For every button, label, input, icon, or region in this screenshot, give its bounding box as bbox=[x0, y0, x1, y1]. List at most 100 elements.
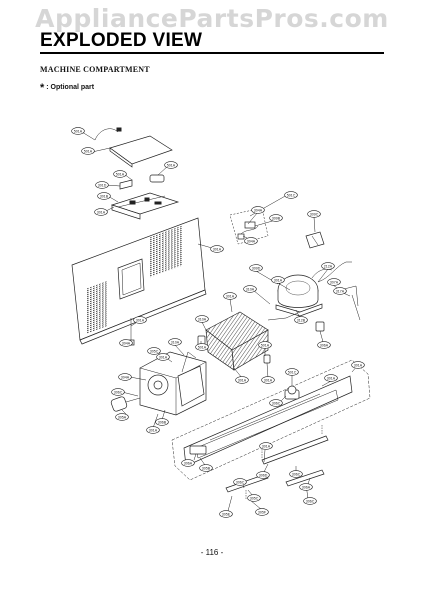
part-callout-501c: 501C bbox=[285, 368, 299, 376]
part-callout-312b: 312B bbox=[294, 316, 308, 324]
callout-label: 501A bbox=[84, 149, 93, 153]
part-callout-305c: 305C bbox=[247, 494, 261, 502]
part-callout-212a: 212A bbox=[321, 262, 335, 270]
part-callout-306a: 306A bbox=[299, 483, 313, 491]
part-callout-301a: 301A bbox=[133, 316, 147, 324]
callout-label: 301A bbox=[264, 378, 273, 382]
callout-label: 301A bbox=[159, 355, 168, 359]
callout-label: 306A bbox=[184, 461, 193, 465]
callout-label: 301A bbox=[327, 376, 336, 380]
part-callout-301a: 301A bbox=[235, 376, 249, 384]
callout-label: 306B bbox=[158, 420, 167, 424]
callout-label: 501A bbox=[116, 172, 125, 176]
callouts: 501A 501A 501A 301D 501A 301B 301A 301A 501C 304A… bbox=[71, 127, 365, 518]
callout-label: 501A bbox=[261, 343, 270, 347]
part-callout-301b: 301B bbox=[97, 192, 111, 200]
callout-label: 301B bbox=[100, 194, 109, 198]
callout-label: 304A bbox=[122, 341, 131, 345]
part-callout-305e: 305E bbox=[219, 510, 233, 518]
part-callout-309b: 309B bbox=[269, 214, 283, 222]
callout-label: 301D bbox=[98, 183, 107, 187]
callout-label: 306C bbox=[114, 390, 123, 394]
part-callout-306c: 306C bbox=[233, 478, 247, 486]
compressor-part bbox=[275, 261, 361, 321]
part-callout-306b: 306B bbox=[155, 418, 169, 426]
optional-part-note: *: Optional part bbox=[40, 82, 94, 94]
part-callout-301a: 301A bbox=[271, 276, 285, 284]
part-callout-301a: 301A bbox=[94, 208, 108, 216]
part-callout-310a: 310A bbox=[168, 338, 182, 346]
part-callout-317a: 317A bbox=[333, 287, 347, 295]
title-rule bbox=[40, 52, 384, 54]
part-callout-301a: 301A bbox=[261, 376, 275, 384]
callout-label: 301A bbox=[226, 294, 235, 298]
callout-label: 212A bbox=[324, 264, 333, 268]
callout-label: 305A bbox=[118, 415, 127, 419]
callout-label: 306D bbox=[259, 473, 268, 477]
callout-label: 309D bbox=[252, 266, 261, 270]
callout-label: 307A bbox=[330, 280, 339, 284]
callout-label: 501A bbox=[74, 129, 83, 133]
back-cover-panel-part bbox=[71, 217, 207, 345]
part-callout-304a: 304A bbox=[118, 373, 132, 381]
callout-label: 304A bbox=[247, 239, 256, 243]
part-callout-301a: 301A bbox=[223, 292, 237, 300]
callout-label: 501C bbox=[288, 370, 297, 374]
part-callout-305f: 305F bbox=[255, 508, 269, 516]
callout-label: 301A bbox=[354, 363, 363, 367]
optional-note-text: : Optional part bbox=[46, 84, 95, 91]
part-callout-305b: 305B bbox=[199, 464, 213, 472]
part-callout-309d: 309D bbox=[249, 264, 263, 272]
part-callout-306c: 306C bbox=[289, 470, 303, 478]
part-callout-501a: 501A bbox=[258, 341, 272, 349]
callout-label: 305F bbox=[258, 510, 267, 514]
part-callout-306d: 306D bbox=[256, 471, 270, 479]
callout-label: 305E bbox=[222, 512, 231, 516]
part-callout-501a: 501A bbox=[164, 161, 178, 169]
callout-label: 501C bbox=[287, 193, 296, 197]
part-callout-305c: 305C bbox=[147, 347, 161, 355]
callout-label: 501A bbox=[198, 345, 207, 349]
callout-label: 501A bbox=[167, 163, 176, 167]
part-callout-501a: 501A bbox=[195, 343, 209, 351]
part-callout-306c: 306C bbox=[303, 497, 317, 505]
section-title: MACHINE COMPARTMENT bbox=[40, 65, 150, 74]
page-title: EXPLODED VIEW bbox=[40, 30, 203, 51]
callout-label: 301A bbox=[213, 247, 222, 251]
callout-label: 306A bbox=[302, 485, 311, 489]
pcb-cover-part bbox=[94, 127, 173, 168]
exploded-view-diagram: 501A 501A 501A 301D 501A 301B 301A 301A 501C 304A… bbox=[71, 127, 371, 518]
callout-label: 306C bbox=[306, 499, 315, 503]
callout-label: 317A bbox=[336, 289, 345, 293]
watermark: AppliancePartsPros.com bbox=[35, 4, 389, 33]
callout-label: 301A bbox=[149, 428, 158, 432]
part-callout-309c: 309C bbox=[307, 210, 321, 218]
part-callout-301a: 301A bbox=[210, 245, 224, 253]
callout-label: 305B bbox=[202, 466, 211, 470]
small-connector-part bbox=[119, 174, 165, 190]
part-callout-301a: 301A bbox=[146, 426, 160, 434]
part-callout-304a: 304A bbox=[251, 206, 265, 214]
part-callout-301a: 301A bbox=[351, 361, 365, 369]
callout-label: 301A bbox=[274, 278, 283, 282]
callout-label: 304A bbox=[121, 375, 130, 379]
part-callout-501a: 501A bbox=[81, 147, 95, 155]
part-callout-304a: 304A bbox=[119, 339, 133, 347]
callout-label: 305C bbox=[150, 349, 159, 353]
callout-label: 306C bbox=[236, 480, 245, 484]
callout-label: 309B bbox=[272, 216, 281, 220]
part-callout-501a: 501A bbox=[71, 127, 85, 135]
optional-symbol: * bbox=[40, 82, 45, 94]
callout-label: 306A bbox=[320, 343, 329, 347]
main-pcb-part bbox=[110, 192, 180, 220]
part-callout-301d: 301D bbox=[95, 181, 109, 189]
callout-label: 301A bbox=[136, 318, 145, 322]
callout-label: 301A bbox=[97, 210, 106, 214]
fan-assembly-part bbox=[110, 351, 207, 416]
part-callout-306a: 306A bbox=[317, 341, 331, 349]
condenser-part bbox=[197, 311, 325, 371]
callout-label: 306C bbox=[272, 401, 281, 405]
part-callout-501a: 501A bbox=[113, 170, 127, 178]
part-callout-307a: 307A bbox=[327, 278, 341, 286]
callout-label: 301A bbox=[238, 378, 247, 382]
